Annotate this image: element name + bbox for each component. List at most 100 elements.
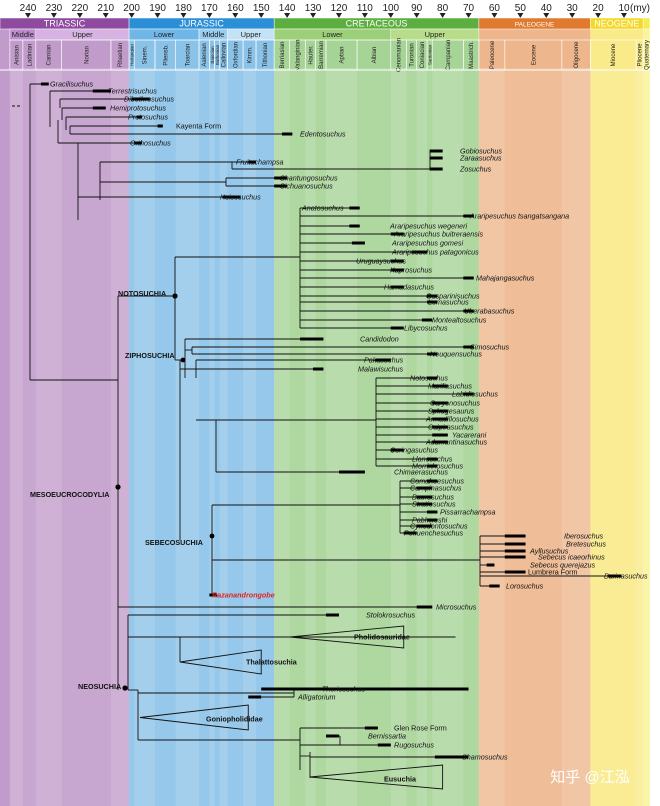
taxon-label: Barinasuchus [604,572,648,581]
taxon-label: Stolokrosuchus [366,611,416,620]
stage-label: Quaternary [645,40,651,70]
clade-label: ZIPHOSUCHIA [125,351,175,360]
node-marker [122,685,128,691]
taxon-label: Lorosuchus [506,582,544,591]
stage-column [9,68,23,806]
tick-marker [128,13,135,18]
taxon-label: Alligatorium [297,693,336,702]
stage-label: Miocene [611,43,617,66]
phylogenetic-tree [12,82,622,790]
tick-marker [335,13,342,18]
stage-column [134,68,155,806]
taxon-label: Zaraasuchus [459,154,502,163]
stage-label: Oligocene [574,41,580,69]
node-marker [180,357,186,363]
taxon-label: Montealtosuchus [432,316,487,325]
stage-label: Carnian [47,44,53,65]
taxon-label: Lumbrera Form [528,568,578,577]
taxon-label: Sebecus querejazus [530,561,596,570]
period-bands [0,18,650,806]
tick-marker [517,13,524,18]
tick-marker [25,13,31,18]
stage-label: Paleocene [490,40,496,69]
period-label: PALEOGENE [515,22,555,29]
taxon-label: Kayenta Form [176,122,221,131]
taxon-label: Araripesuchus patagonicus [391,248,479,257]
taxon-label: Yacarerani [452,431,487,440]
taxon-label: Pehuenchesuchus [404,529,464,538]
stage-label: Pliocene [638,43,644,67]
taxon-label: Baurusuchus [412,493,454,502]
stage-label: Sinem. [143,45,149,64]
stage-column [154,68,176,806]
tick-label: 230 [46,3,63,14]
clade-label: NOTOSUCHIA [118,289,166,298]
stage-label: Norian [84,46,90,64]
stage-label: Pliensb. [163,44,169,66]
period-label: NEOGENE [594,19,639,29]
taxon-label: Terrestrisuchus [108,87,157,96]
taxon-label: Hsisosuchus [220,193,261,202]
tick-label: 220 [71,3,88,14]
stage-label: Rhaetian [118,43,124,67]
period-band [478,18,591,806]
stage-column [129,68,135,806]
stage-column [315,68,326,806]
tick-marker [439,13,446,18]
stage-column [35,68,62,806]
taxon-label: Razanandrongobe [212,591,275,600]
stage-column [643,68,650,806]
stage-column [478,68,505,806]
axis-unit-label: (my) [630,3,650,14]
taxon-label: Adamantinasuchus [425,438,488,447]
tick-label: 180 [175,3,192,14]
taxon-label: Lomasuchus [428,298,469,307]
taxon-label: Iberosuchus [564,532,604,541]
stage-column [427,68,433,806]
tick-label: 130 [305,3,322,14]
stage-column [432,68,464,806]
tick-marker [284,13,291,18]
tick-label: 150 [253,3,270,14]
tick-marker [310,13,317,18]
taxon-label: Morrinhosuchus [412,462,464,471]
taxon-label: Theriosuchus [322,685,366,694]
taxon-label: Uberabasuchus [464,307,515,316]
stage-column [219,68,228,806]
stage-label: Tithonian [263,43,269,67]
taxon-label: Labidiosuchus [452,390,498,399]
stage-label: Berriasian [280,41,286,68]
taxon-label: Mariliasuchus [428,382,472,391]
taxon-label: Comahuesuchus [410,477,464,486]
stage-column [22,68,36,806]
taxon-label: Anatosuchus [301,204,344,213]
tick-marker [595,13,602,18]
taxon-label: Armadillosuchus [425,415,479,424]
tick-label: 60 [489,3,501,14]
taxon-label: Campinasuchus [410,484,462,493]
stage-label: Albian [372,47,378,64]
clade-label: SEBECOSUCHIA [145,538,203,547]
stage-column [636,68,644,806]
taxon-label: Araripesuchus wegeneri [389,222,468,231]
stage-column [199,68,210,806]
stage-column [357,68,391,806]
taxon-label: Llanosuchus [412,455,453,464]
tick-marker [491,13,498,18]
taxon-label: Caryonosuchus [430,399,480,408]
stage-label: Barremian [319,41,325,69]
stage-column [590,68,637,806]
tick-marker [413,13,420,18]
taxon-label: Rugosuchus [394,741,434,750]
taxon-label: Dibothrosuchus [124,95,174,104]
epoch-label: Upper [72,30,93,39]
tick-marker [621,13,627,18]
stage-label: Hauter. [308,45,314,65]
tick-label: 140 [279,3,296,14]
tick-label: 240 [20,3,37,14]
tick-label: 70 [463,3,475,14]
period-label: TRIASSIC [44,19,86,29]
